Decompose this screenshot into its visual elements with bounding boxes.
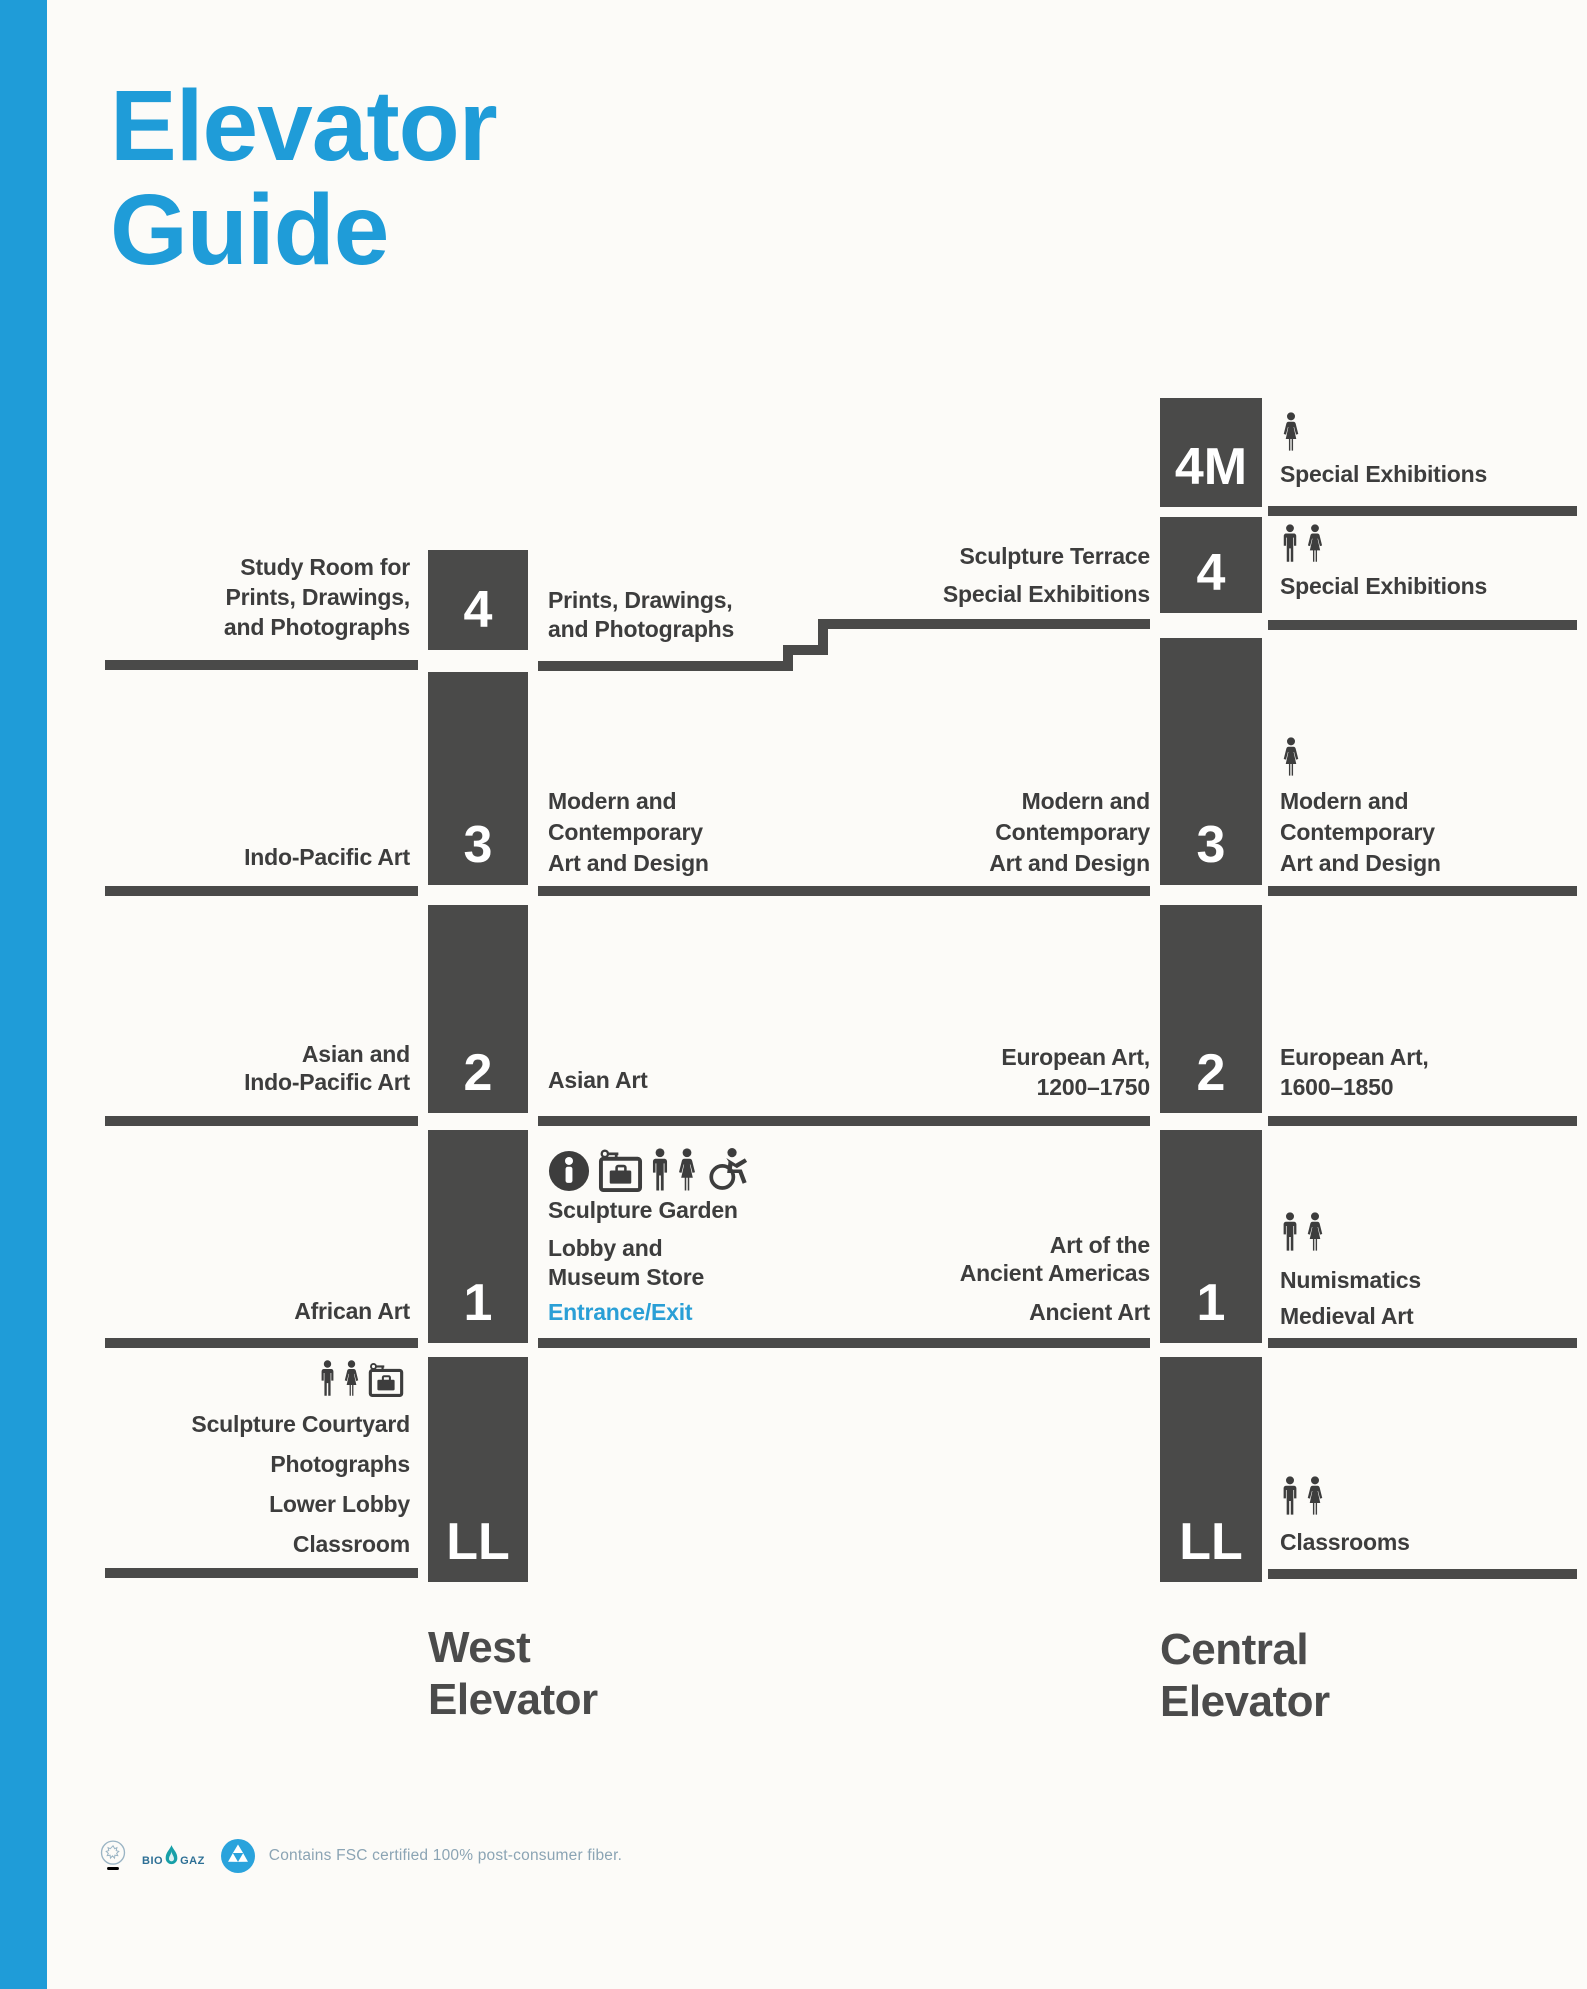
biogaz-logo: BIO GAZ [142, 1845, 205, 1867]
floor-line [105, 1568, 418, 1578]
left-accent-stripe [0, 0, 47, 1989]
ecologo-icon [96, 1838, 130, 1874]
floor-line [105, 660, 418, 670]
central-floor-3-amenity-icons [1282, 737, 1300, 777]
biogaz-label-right: GAZ [180, 1855, 205, 1867]
floor-line [1268, 1569, 1577, 1579]
floor-line [538, 1116, 1150, 1126]
central-floor-2-right-label: European Art, 1600–1850 [1280, 1044, 1429, 1100]
floor-line [538, 886, 1150, 896]
west-floor-ll-left-label: Sculpture Courtyard Photographs Lower Lo… [191, 1411, 410, 1557]
central-floor-1-right-label: Numismatics Medieval Art [1280, 1267, 1421, 1329]
west-floor-4-block: 4 [428, 550, 528, 650]
floor-line [105, 886, 418, 896]
floor-line-step-riser [818, 619, 828, 655]
floor-number: LL [446, 1513, 510, 1571]
floor-line [1268, 886, 1577, 896]
coat-check-icon [368, 1361, 404, 1397]
west-floor-2-left-label: Asian and Indo-Pacific Art [244, 1041, 410, 1095]
central-floor-4-left-label: Sculpture Terrace Special Exhibitions [942, 543, 1150, 607]
floor-number: 4M [1174, 438, 1248, 496]
floor-line [1268, 1338, 1577, 1348]
woman-icon [1306, 1212, 1324, 1252]
info-icon [548, 1150, 590, 1192]
central-floor-4-right-label: Special Exhibitions [1280, 573, 1488, 599]
central-floor-3-right-label: Modern and Contemporary Art and Design [1280, 788, 1441, 876]
floor-line [1268, 1116, 1577, 1126]
woman-icon [1282, 737, 1300, 777]
west-floor-ll-amenity-icons [320, 1360, 404, 1397]
man-icon [320, 1360, 335, 1397]
west-floor-ll-block: LL [428, 1357, 528, 1582]
central-floor-4-amenity-icons [1282, 524, 1324, 563]
floor-line [1268, 506, 1577, 516]
floor-line [1268, 620, 1577, 630]
man-icon [651, 1148, 669, 1192]
wheelchair-accessible-icon [705, 1146, 752, 1192]
central-floor-3-left-label: Modern and Contemporary Art and Design [989, 788, 1150, 876]
biogaz-label-left: BIO [142, 1855, 164, 1867]
central-floor-1-amenity-icons [1282, 1212, 1324, 1252]
floor-line-step [818, 619, 1150, 629]
floor-line [538, 1338, 1150, 1348]
woman-icon [1306, 1476, 1324, 1516]
central-floor-1-left-label-2: Ancient Art [1029, 1299, 1150, 1325]
central-floor-1-left-label: Art of the Ancient Americas [959, 1232, 1150, 1286]
west-floor-2-right-label: Asian Art [548, 1067, 648, 1093]
man-icon [1282, 524, 1298, 563]
central-floor-1-block: 1 [1160, 1130, 1262, 1343]
recycle-icon [221, 1839, 255, 1873]
floor-number: 2 [463, 1044, 493, 1102]
page-title: Elevator Guide [110, 70, 498, 286]
central-floor-3-block: 3 [1160, 638, 1262, 885]
west-floor-3-left-label: Indo-Pacific Art [244, 844, 410, 870]
floor-number: 4 [463, 581, 493, 639]
man-icon [1282, 1476, 1298, 1516]
west-floor-3-block: 3 [428, 672, 528, 885]
central-floor-4-block: 4 [1160, 517, 1262, 613]
floor-line-step [538, 661, 793, 671]
floor-number: LL [1179, 1513, 1243, 1571]
central-floor-2-block: 2 [1160, 905, 1262, 1113]
footer: BIO GAZ Contains FSC certified 100% post… [96, 1838, 622, 1874]
woman-icon [1306, 524, 1324, 563]
central-floor-4m-block: 4M [1160, 398, 1262, 507]
west-floor-3-right-label: Modern and Contemporary Art and Design [548, 788, 709, 876]
floor-number: 2 [1196, 1044, 1226, 1102]
woman-icon [343, 1360, 360, 1397]
central-floor-ll-right-label: Classrooms [1280, 1529, 1410, 1555]
man-icon [1282, 1212, 1298, 1252]
floor-number: 1 [1196, 1274, 1226, 1332]
west-floor-4-left-label: Study Room for Prints, Drawings, and Pho… [223, 554, 410, 640]
central-floor-4m-amenity-icons [1282, 412, 1300, 452]
west-elevator-label: West Elevator [428, 1623, 598, 1724]
west-floor-2-block: 2 [428, 905, 528, 1113]
floor-line [105, 1116, 418, 1126]
west-floor-1-block: 1 [428, 1130, 528, 1343]
central-floor-4m-right-label: Special Exhibitions [1280, 461, 1488, 487]
floor-number: 4 [1196, 544, 1226, 602]
fsc-note: Contains FSC certified 100% post-consume… [268, 1847, 623, 1864]
west-floor-1-amenity-icons [548, 1146, 752, 1192]
floor-line [105, 1338, 418, 1348]
coat-check-icon [598, 1147, 643, 1192]
central-elevator-label: Central Elevator [1160, 1625, 1330, 1726]
floor-line-step [783, 645, 828, 655]
west-floor-1-left-label: African Art [294, 1298, 410, 1324]
floor-number: 3 [463, 816, 493, 874]
west-floor-4-right-label: Prints, Drawings, and Photographs [548, 587, 735, 642]
floor-line-step-riser [783, 645, 793, 671]
woman-icon [1282, 412, 1300, 452]
biogaz-flame-icon [164, 1845, 179, 1867]
woman-icon [677, 1148, 697, 1192]
central-floor-ll-block: LL [1160, 1357, 1262, 1582]
west-floor-1-lobby-label: Lobby and Museum Store [548, 1235, 705, 1290]
floor-number: 3 [1196, 816, 1226, 874]
west-floor-1-entrance-exit-label: Entrance/Exit [548, 1299, 693, 1325]
west-floor-1-sculpture-garden-label: Sculpture Garden [548, 1197, 738, 1223]
floor-number: 1 [463, 1274, 493, 1332]
central-floor-ll-amenity-icons [1282, 1476, 1324, 1516]
central-floor-2-left-label: European Art, 1200–1750 [1001, 1044, 1150, 1100]
